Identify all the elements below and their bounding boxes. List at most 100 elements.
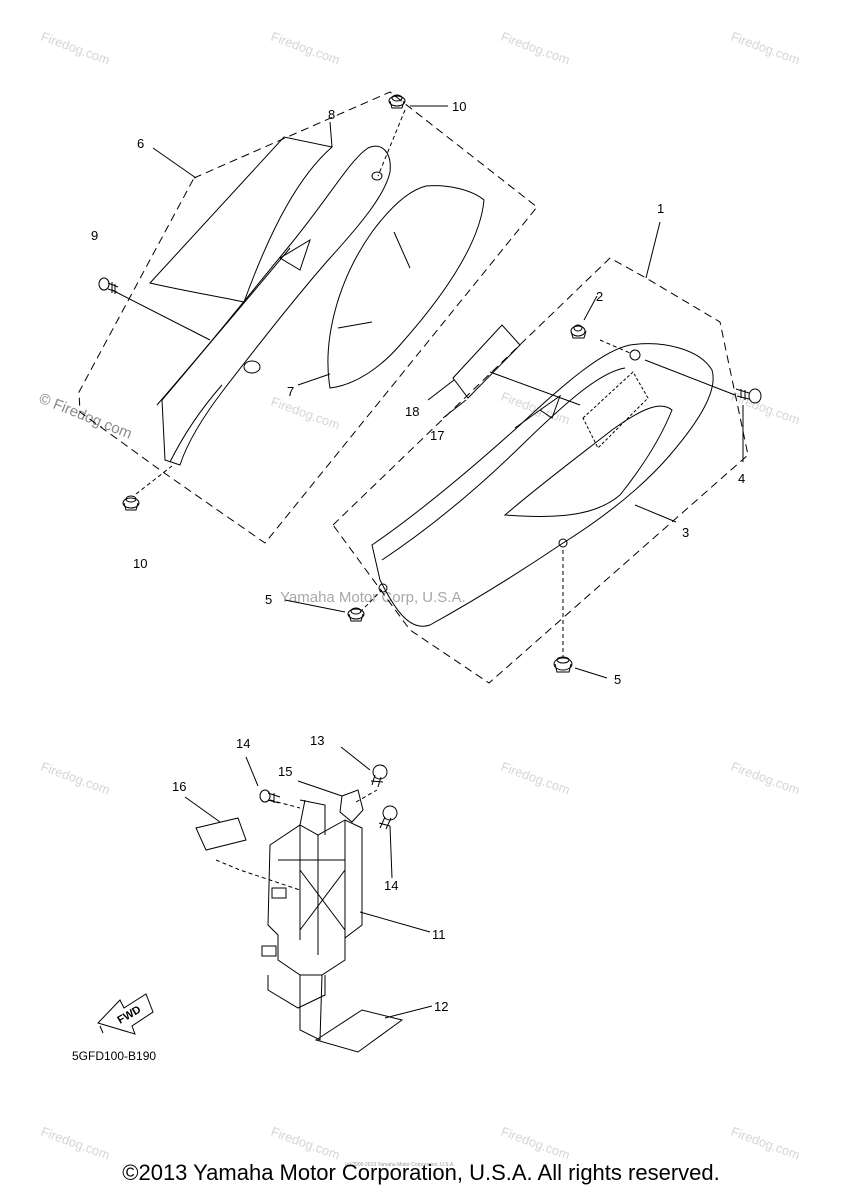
leader-14-right: [389, 825, 393, 879]
callout-labels: 1 2 3 4 5 5 6 7 8 9 10 10 11 12 13 14 14…: [91, 99, 745, 1014]
callout-5-bottom: 5: [614, 672, 621, 687]
leader-5-front-label: [284, 599, 346, 613]
decal-16: [195, 817, 247, 851]
group-outline-6: [78, 91, 538, 544]
leader-3: [634, 504, 677, 523]
callout-11: 11: [432, 927, 446, 942]
firedog-watermark: Firedog.com: [729, 29, 802, 68]
callout-4: 4: [738, 471, 745, 486]
callout-1: 1: [657, 201, 664, 216]
firedog-mark-text: © Firedog.com: [37, 390, 135, 443]
callout-13: 13: [310, 733, 324, 748]
leader-14-top-dash: [269, 799, 301, 809]
cover-slot: [279, 238, 311, 271]
callout-6: 6: [137, 136, 144, 151]
leader-7-marks: [337, 231, 411, 329]
clip-15: [339, 789, 364, 823]
right-cover-edge: [381, 367, 626, 561]
leader-13: [340, 746, 371, 771]
callout-14-top: 14: [236, 736, 250, 751]
leader-18-label: [427, 379, 455, 401]
right-cover-front-hole: [378, 583, 388, 593]
bracket-11: [267, 819, 363, 976]
bolt-4: [735, 388, 762, 404]
bolt-14-top: [259, 789, 281, 804]
callout-10-bottom: 10: [133, 556, 147, 571]
callout-14-right: 14: [384, 878, 398, 893]
bracket-clip-lower: [261, 945, 277, 957]
leader-5-bottom-label: [574, 667, 608, 679]
firedog-watermark: Firedog.com: [39, 29, 112, 68]
leader-8: [329, 121, 333, 148]
callout-15: 15: [278, 764, 292, 779]
callout-3: 3: [682, 525, 689, 540]
grommet-5-bottom: [553, 656, 573, 673]
grommet-10-bottom: [122, 495, 140, 511]
right-cover-bottom-hole: [558, 538, 568, 548]
leader-5-front: [359, 589, 383, 613]
leader-1: [645, 221, 661, 279]
bracket-top-tab: [299, 799, 326, 835]
bracket-tail: [299, 974, 323, 1041]
firedog-watermark: Firedog.com: [729, 389, 802, 428]
firedog-watermark: Firedog.com: [39, 759, 112, 798]
callout-7: 7: [287, 384, 294, 399]
firedog-mark: © Firedog.com: [37, 390, 135, 443]
leader-14-top: [245, 756, 259, 787]
firedog-watermark: Firedog.com: [269, 394, 342, 433]
grommet-2: [570, 324, 587, 339]
leader-15: [297, 780, 343, 797]
decal-12: [314, 1009, 404, 1053]
firedog-watermark: Firedog.com: [499, 1124, 572, 1163]
callout-8: 8: [328, 107, 335, 122]
right-cover-group: [284, 221, 762, 684]
grommet-5-front: [347, 607, 365, 622]
leader-10-bottom: [135, 465, 173, 495]
yamaha-watermark: Yamaha Motor Corp, U.S.A.: [280, 589, 466, 606]
firedog-watermark: Firedog.com: [269, 29, 342, 68]
leader-10-top: [377, 109, 406, 177]
leader-11: [359, 911, 431, 933]
callout-12: 12: [434, 999, 448, 1014]
left-cover-group: [78, 91, 538, 544]
leader-4: [644, 359, 736, 396]
callout-17: 17: [430, 428, 444, 443]
bracket-cross: [299, 869, 346, 931]
bracket-ribs: [278, 820, 346, 955]
callout-10-top: 10: [452, 99, 466, 114]
decal-18-position: [582, 371, 649, 449]
diagram-code: 5GFD100-B190: [72, 1049, 156, 1063]
fwd-arrow-icon: FWD: [97, 993, 154, 1035]
leader-2-label: [583, 295, 598, 321]
decal-17: [452, 324, 521, 399]
bolt-13: [370, 764, 388, 788]
firedog-watermark: Firedog.com: [499, 29, 572, 68]
cover-edge: [156, 247, 291, 463]
callout-2: 2: [596, 289, 603, 304]
leader-9: [111, 289, 211, 341]
decal-7: [327, 185, 485, 389]
callout-16: 16: [172, 779, 186, 794]
decal-3: [503, 405, 673, 517]
firedog-watermark: Firedog.com: [729, 1124, 802, 1163]
right-cover-hole: [629, 349, 641, 361]
grommet-10-top: [388, 94, 406, 109]
firedog-watermark: Firedog.com: [269, 1124, 342, 1163]
leader-12: [384, 1005, 433, 1019]
firedog-watermark: Firedog.com: [729, 759, 802, 798]
leader-2: [599, 339, 631, 354]
cover-top-hole: [371, 171, 383, 181]
leader-7: [297, 373, 331, 386]
callout-18: 18: [405, 404, 419, 419]
tiny-copyright: (c) 2000-2013 Yamaha Motor Corporation, …: [345, 1162, 455, 1168]
bracket-lower-frame: [267, 975, 326, 1009]
leader-16-dash: [215, 859, 301, 891]
callout-5-front: 5: [265, 592, 272, 607]
callout-9: 9: [91, 228, 98, 243]
leader-17-label: [442, 399, 467, 419]
copyright-notice: ©2013 Yamaha Motor Corporation, U.S.A. A…: [122, 1160, 720, 1185]
right-cover-slot: [514, 394, 562, 429]
leader-6: [152, 147, 197, 179]
leader-16: [184, 796, 221, 823]
